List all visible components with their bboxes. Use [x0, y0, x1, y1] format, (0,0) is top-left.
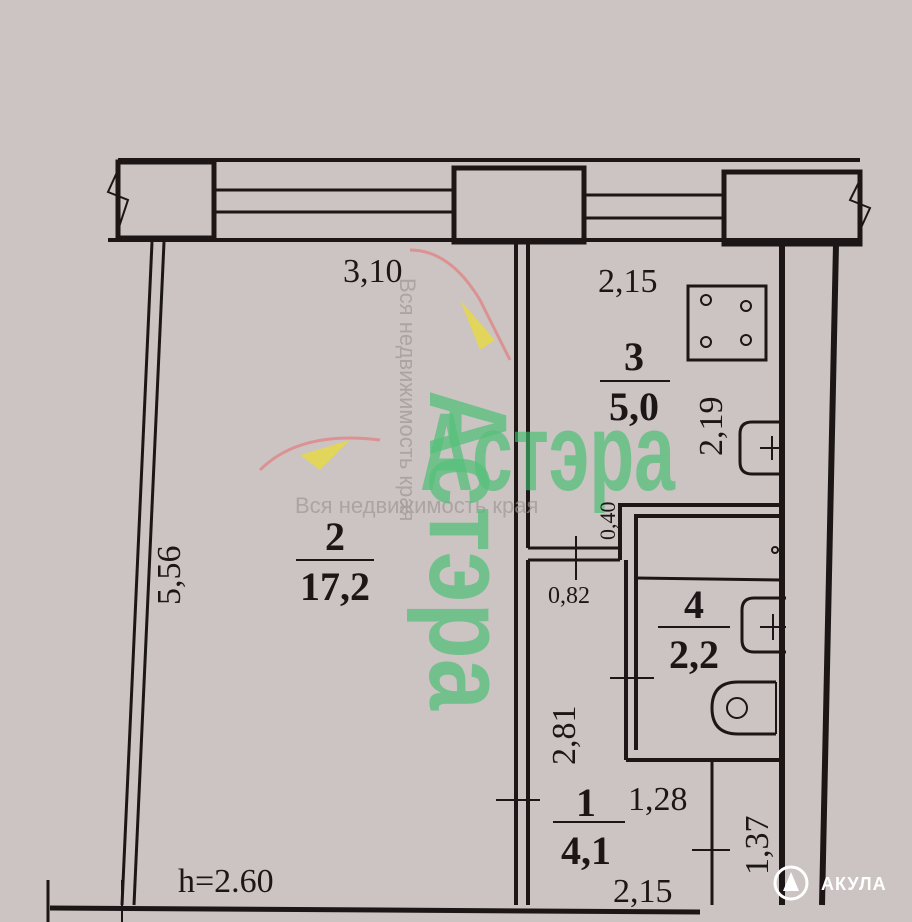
- svg-text:4,1: 4,1: [561, 828, 611, 873]
- svg-text:5,0: 5,0: [609, 384, 659, 429]
- dimension-ticks: [496, 536, 730, 851]
- stove-icon: [686, 284, 768, 362]
- dim-closet-length: 1,37: [739, 816, 776, 876]
- kitchen-sink-icon: [738, 420, 784, 476]
- bathroom-sink-icon: [740, 596, 786, 654]
- room-4-label: 4 2,2: [658, 582, 730, 677]
- svg-text:17,2: 17,2: [300, 564, 370, 609]
- dim-hall-bottom: 2,15: [613, 873, 673, 910]
- toilet-icon: [710, 680, 777, 736]
- dim-room2-length: 5,56: [151, 546, 188, 606]
- svg-text:3: 3: [624, 334, 644, 379]
- svg-text:АКУЛА: АКУЛА: [821, 874, 887, 894]
- bath-drain-icon: [771, 546, 779, 554]
- svg-text:2: 2: [325, 514, 345, 559]
- dim-niche-depth: 0,40: [595, 502, 620, 541]
- interior-walls: [46, 241, 839, 922]
- svg-text:1: 1: [576, 780, 596, 825]
- room-1-label: 1 4,1: [553, 780, 625, 873]
- svg-text:4: 4: [684, 582, 704, 627]
- akula-logo: АКУЛА: [773, 865, 887, 901]
- room-3-label: 3 5,0: [600, 334, 670, 429]
- dim-door-width: 0,82: [548, 583, 590, 609]
- exterior-wall-top: [106, 158, 872, 247]
- dim-room3-length: 2,19: [693, 397, 730, 457]
- dim-room2-width: 3,10: [343, 253, 403, 290]
- watermark-slogan: Вся недвижимость края: [295, 493, 538, 518]
- svg-text:2,2: 2,2: [669, 632, 719, 677]
- room-2-label: 2 17,2: [296, 514, 374, 609]
- watermark-brand: Астэра: [420, 391, 676, 514]
- dim-hall-width: 1,28: [628, 781, 688, 818]
- watermark-brand-vertical: Астэра: [406, 390, 529, 711]
- watermark: Вся недвижимость края Вся недвижимость к…: [258, 248, 676, 711]
- dim-hall-length: 2,81: [546, 706, 583, 766]
- ceiling-height-label: h=2.60: [178, 863, 274, 900]
- dim-room3-width: 2,15: [598, 263, 658, 300]
- watermark-slogan-vertical: Вся недвижимость края: [395, 278, 420, 521]
